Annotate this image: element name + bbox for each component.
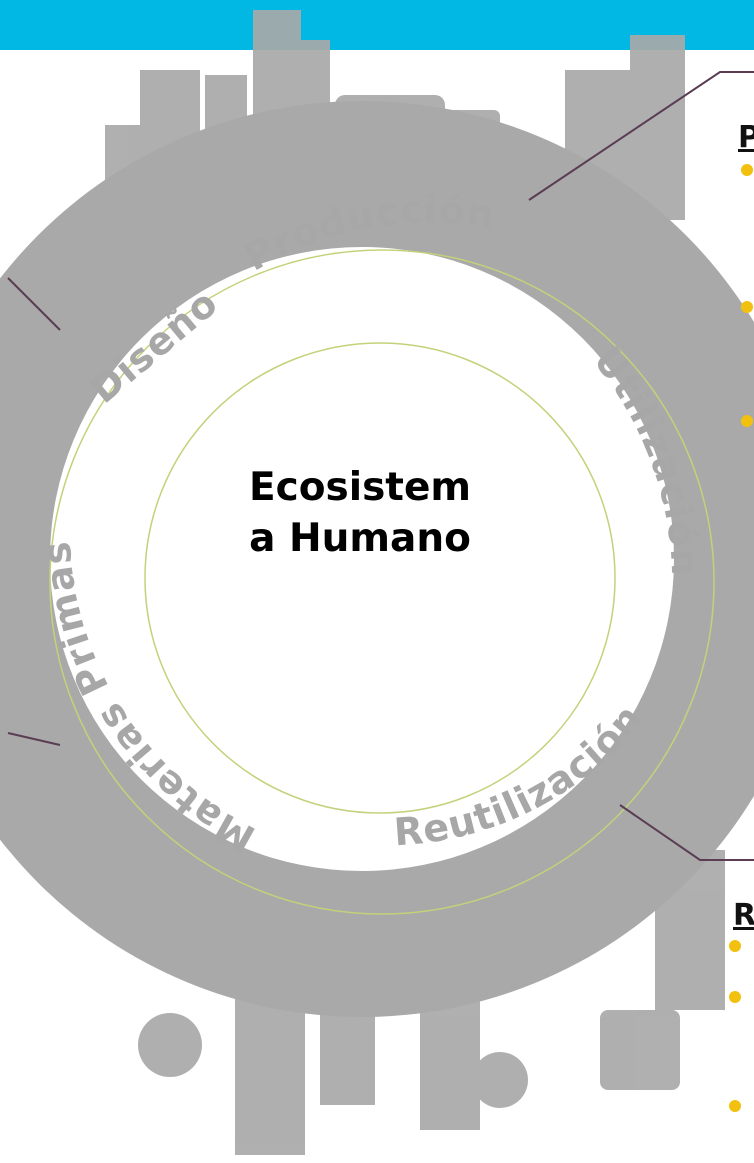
bullet-dot [741, 164, 753, 176]
top-banner-bar [0, 0, 754, 50]
bullet-dot [729, 1100, 741, 1112]
middle-circle-outline [49, 249, 715, 915]
bullet-dot [741, 301, 753, 313]
side-heading-p: P [738, 120, 754, 155]
side-heading-r: R [733, 898, 754, 933]
inner-circle-outline [144, 342, 616, 814]
connector-lines [7, 71, 754, 861]
bullet-dot [729, 991, 741, 1003]
bullet-dot [741, 415, 753, 427]
bullet-dot [729, 940, 741, 952]
inner-white-disc [50, 247, 674, 871]
center-title: Ecosistem a Humano [248, 465, 472, 561]
